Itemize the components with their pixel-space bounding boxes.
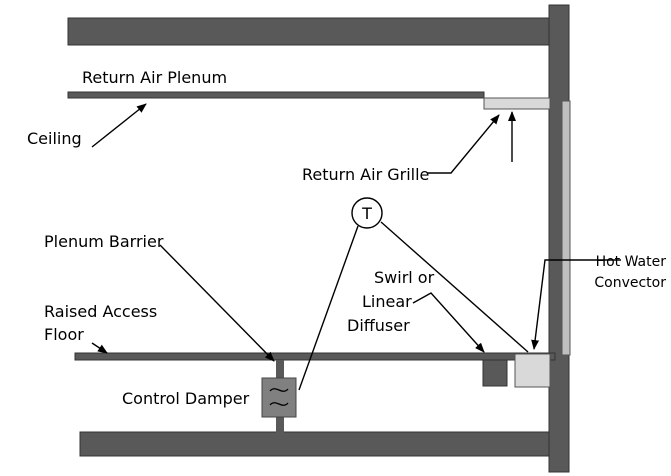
ceiling-label: Ceiling bbox=[27, 129, 82, 148]
ceiling bbox=[67, 91, 485, 99]
raised-access-floor-label-2: Floor bbox=[44, 325, 84, 344]
swirl-diffuser-label-2: Linear bbox=[362, 292, 412, 311]
swirl-diffuser-label-3: Diffuser bbox=[347, 316, 410, 335]
return-air-grille bbox=[483, 97, 551, 110]
raised-floor-leader bbox=[91, 342, 108, 354]
swirl-diffuser-label-1: Swirl or bbox=[374, 268, 435, 287]
lower-slab bbox=[79, 431, 552, 457]
hot-water-convector bbox=[514, 353, 551, 388]
damper-blade-1 bbox=[269, 388, 289, 392]
hot-water-convector-label-2: Convector bbox=[594, 275, 666, 291]
raised-access-floor bbox=[74, 352, 556, 361]
convector-leader bbox=[531, 259, 621, 350]
damper-blade-2 bbox=[269, 402, 289, 406]
control-damper-label: Control Damper bbox=[122, 389, 250, 408]
thermostat-wire-convector bbox=[380, 221, 529, 353]
damper-stem-top bbox=[276, 360, 284, 378]
damper-stem-bottom bbox=[276, 417, 284, 433]
control-damper bbox=[261, 377, 297, 418]
return-grille-leader bbox=[427, 114, 500, 174]
return-air-grille-label: Return Air Grille bbox=[302, 165, 429, 184]
return-air-plenum-label: Return Air Plenum bbox=[82, 68, 227, 87]
upper-slab bbox=[67, 17, 552, 46]
thermostat-wire-damper bbox=[298, 225, 359, 391]
diffuser bbox=[482, 359, 508, 387]
wall-panel bbox=[561, 100, 571, 356]
thermostat-circle bbox=[351, 197, 383, 229]
ceiling-leader bbox=[91, 103, 147, 148]
diffuser-leader bbox=[412, 292, 485, 353]
plenum-barrier-label: Plenum Barrier bbox=[44, 232, 164, 251]
raised-access-floor-label-1: Raised Access bbox=[44, 302, 157, 321]
thermostat-label: T bbox=[361, 204, 372, 223]
plenum-barrier-leader bbox=[159, 244, 275, 362]
hot-water-convector-label-1: Hot Water bbox=[596, 254, 667, 270]
